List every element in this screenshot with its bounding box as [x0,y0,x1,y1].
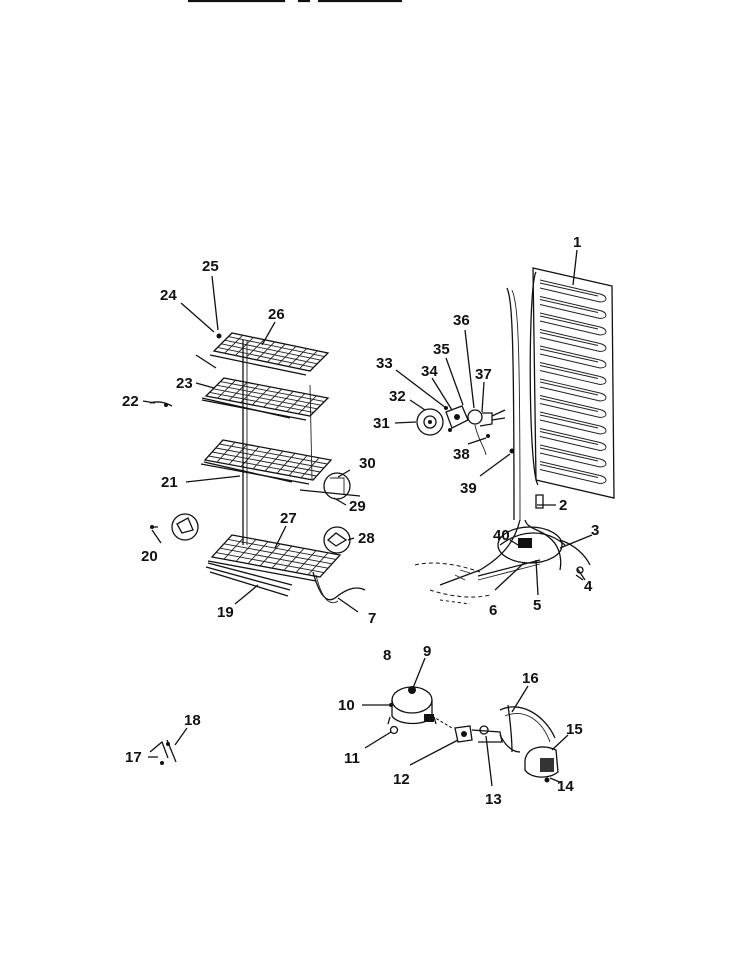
callout-8: 8 [383,647,391,664]
callout-38: 38 [453,446,470,463]
callout-34: 34 [421,363,438,380]
condenser-coil [506,267,615,521]
shelf-grid [201,377,330,421]
small-bracket-parts [149,739,177,765]
callout-13: 13 [485,791,502,808]
callout-17: 17 [125,749,142,766]
callout-11: 11 [344,750,360,767]
callout-7: 7 [368,610,376,627]
callout-19: 19 [217,604,234,621]
callout-29: 29 [349,498,366,515]
callout-33: 33 [376,355,393,372]
callout-23: 23 [176,375,193,392]
callout-37: 37 [475,366,492,383]
callout-22: 22 [122,393,139,410]
callout-15: 15 [566,721,583,738]
callout-12: 12 [393,771,410,788]
shelf-hardware [149,333,366,604]
callout-25: 25 [202,258,219,275]
callout-24: 24 [160,287,177,304]
callout-30: 30 [359,455,376,472]
callout-27: 27 [280,510,297,527]
callout-21: 21 [161,474,178,491]
callout-10: 10 [338,697,355,714]
thermostat-assembly [416,405,515,456]
freezer-shelves [200,332,342,597]
callout-labels: 1 2 3 4 5 6 7 8 9 10 11 12 13 14 15 16 1… [122,234,599,808]
callout-40: 40 [493,527,510,544]
callout-1: 1 [573,234,581,251]
callout-14: 14 [557,778,574,795]
callout-31: 31 [373,415,390,432]
shelf-grid [207,534,342,582]
callout-26: 26 [268,306,285,323]
callout-28: 28 [358,530,375,547]
drain-tube-assembly [414,494,591,605]
callout-18: 18 [184,712,201,729]
leader-lines [142,249,593,787]
callout-3: 3 [591,522,599,539]
callout-32: 32 [389,388,406,405]
compressor-assembly [387,686,559,783]
callout-5: 5 [533,597,541,614]
shelf-grid [209,332,330,376]
callout-20: 20 [141,548,158,565]
callout-39: 39 [460,480,477,497]
callout-2: 2 [559,497,567,514]
callout-6: 6 [489,602,497,619]
callout-35: 35 [433,341,450,358]
callout-36: 36 [453,312,470,329]
callout-16: 16 [522,670,539,687]
callout-9: 9 [423,643,431,660]
callout-4: 4 [584,578,593,595]
